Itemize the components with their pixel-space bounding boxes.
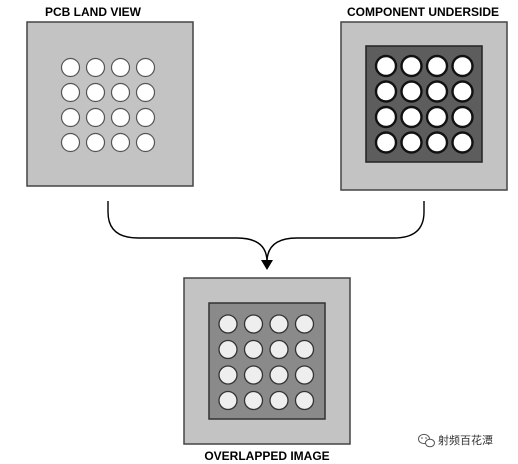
overlap-pad: [218, 390, 238, 411]
overlap-pad: [243, 390, 264, 411]
solder-ball: [425, 105, 449, 129]
solder-ball: [374, 80, 398, 103]
pcb-land-pad: [135, 107, 156, 128]
pcb-land-pad: [135, 82, 156, 103]
connector-right-line: [266, 201, 425, 263]
component-balls: [374, 54, 474, 154]
solder-ball: [425, 80, 449, 103]
overlap-pad: [269, 390, 289, 411]
solder-ball: [425, 131, 449, 154]
solder-ball: [400, 80, 423, 103]
overlap-pad: [294, 339, 315, 360]
pcb-land-pad: [85, 107, 106, 128]
overlapped-image-panel: [183, 277, 351, 445]
pcb-land-pad: [60, 82, 81, 103]
merge-connector: [107, 201, 425, 270]
pcb-board: [26, 21, 194, 187]
overlapped-image-title: OVERLAPPED IMAGE: [204, 449, 329, 463]
solder-ball: [451, 131, 474, 154]
pcb-land-view-title: PCB LAND VIEW: [45, 5, 142, 19]
solder-ball: [451, 105, 474, 129]
pcb-land-pad: [110, 57, 131, 78]
pcb-land-view-panel: [26, 21, 194, 187]
component-underside-title: COMPONENT UNDERSIDE: [347, 5, 499, 19]
pcb-land-pad: [135, 132, 156, 153]
overlap-pad: [294, 365, 315, 385]
solder-ball: [374, 54, 398, 78]
pcb-land-pad: [60, 132, 81, 153]
overlap-pad: [269, 365, 289, 385]
overlap-pad: [218, 339, 238, 360]
watermark: 射频百花潭: [418, 433, 493, 448]
overlap-pad: [243, 339, 264, 360]
solder-ball: [400, 105, 423, 129]
pcb-land-pad: [85, 82, 106, 103]
overlap-pad: [294, 390, 315, 411]
pcb-land-pad: [85, 132, 106, 153]
solder-ball: [425, 54, 449, 78]
overlap-pad: [243, 365, 264, 385]
overlap-pad: [269, 339, 289, 360]
pcb-land-pad: [60, 107, 81, 128]
solder-ball: [374, 131, 398, 154]
pcb-land-pad: [60, 57, 81, 78]
component-underside-panel: [340, 21, 508, 191]
pcb-land-pad: [110, 82, 131, 103]
solder-ball: [451, 80, 474, 103]
pcb-land-pad: [110, 132, 131, 153]
overlap-pad: [218, 365, 238, 385]
solder-ball: [374, 105, 398, 129]
arrow-down-icon: [261, 260, 273, 270]
pcb-land-pad: [110, 107, 131, 128]
overlap-pad: [218, 314, 238, 334]
pcb-land-pad: [85, 57, 106, 78]
solder-ball: [451, 54, 474, 78]
solder-ball: [400, 54, 423, 78]
overlap-pad: [294, 314, 315, 334]
overlap-pads: [218, 314, 315, 411]
overlap-pad: [243, 314, 264, 334]
wechat-icon: [418, 433, 435, 448]
watermark-text: 射频百花潭: [438, 433, 493, 447]
pcb-land-pad: [135, 57, 156, 78]
pcb-land-pads: [60, 57, 156, 153]
overlap-pad: [269, 314, 289, 334]
connector-left-line: [107, 201, 268, 263]
solder-ball: [400, 131, 423, 154]
